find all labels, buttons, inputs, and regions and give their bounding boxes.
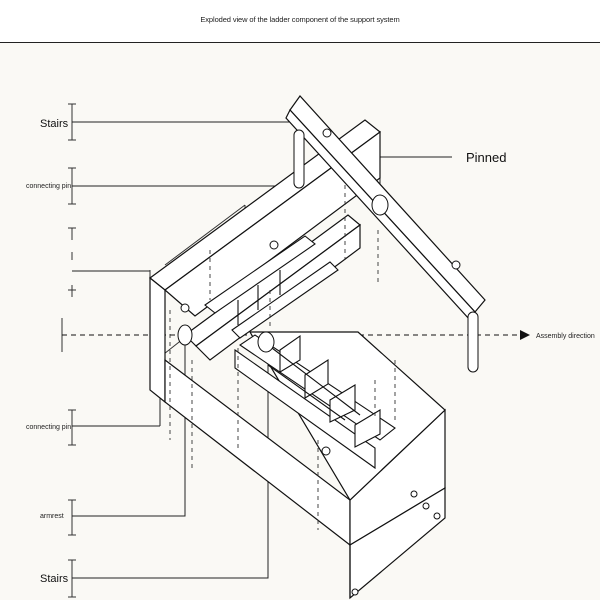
connecting-pin-hole xyxy=(177,324,193,346)
label-connecting-pin-bottom: connecting pin xyxy=(26,424,71,431)
header: Exploded view of the ladder component of… xyxy=(0,0,600,43)
pin-hole-right xyxy=(451,260,461,270)
label-stairs-top: Stairs xyxy=(40,118,69,130)
label-assembly-direction: Assembly direction xyxy=(536,333,595,340)
label-stairs-bottom: Stairs xyxy=(40,573,69,585)
pin-hole-top xyxy=(322,128,332,138)
left-tick-axis xyxy=(61,103,76,598)
pinned-hole xyxy=(371,194,389,216)
diagram-title: Exploded view of the ladder component of… xyxy=(200,15,400,24)
label-armrest: armrest xyxy=(40,513,64,520)
pin-hole-left xyxy=(180,303,190,313)
pin-holes xyxy=(177,128,461,596)
pin-hole-mid-left xyxy=(269,240,279,250)
label-connecting-pin-top: connecting pin xyxy=(26,183,71,190)
connecting-pins xyxy=(293,129,479,373)
label-pinned: Pinned xyxy=(466,150,506,165)
connecting-pin-top-left xyxy=(293,129,305,189)
armrest-hole xyxy=(257,331,275,353)
pin-hole-lower xyxy=(321,446,331,456)
hidden-lines xyxy=(169,185,396,530)
ladder-rungs xyxy=(204,235,396,470)
connecting-pin-right xyxy=(467,311,479,373)
front-stringer xyxy=(149,119,381,404)
